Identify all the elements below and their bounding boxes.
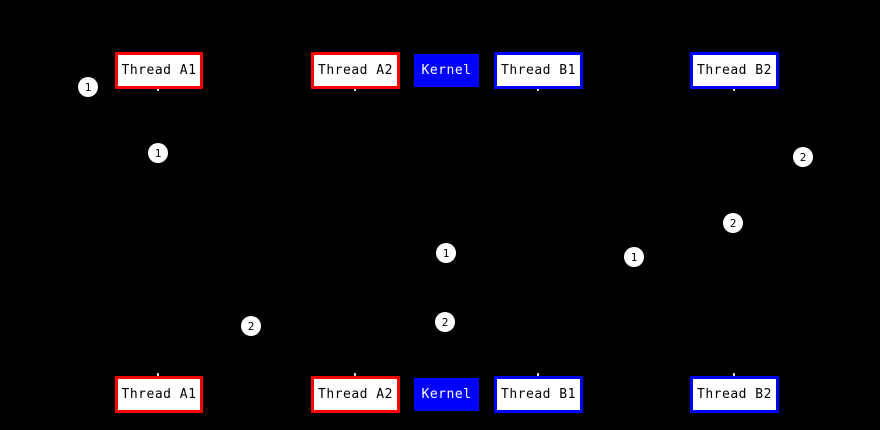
- step-badge-6: 1: [624, 247, 644, 267]
- lifeline-stub-thread-a2-bottom: [354, 373, 356, 376]
- participant-label: Kernel: [421, 63, 472, 78]
- step-badge-label: 1: [84, 80, 92, 94]
- participant-label: Thread B1: [501, 63, 576, 78]
- participant-thread-a1-footer[interactable]: Thread A1: [115, 376, 203, 413]
- participant-label: Thread B2: [697, 387, 772, 402]
- step-badge-3: 2: [793, 147, 813, 167]
- lifeline-stub-thread-b2-bottom: [733, 373, 735, 376]
- participant-label: Thread A2: [318, 387, 393, 402]
- participant-label: Thread B1: [501, 387, 576, 402]
- step-badge-label: 2: [441, 315, 449, 329]
- participant-thread-b2-header[interactable]: Thread B2: [690, 52, 779, 89]
- participant-thread-a2-footer[interactable]: Thread A2: [311, 376, 400, 413]
- lifeline-thread-a2: [355, 89, 356, 376]
- lifeline-stub-thread-a1-bottom: [157, 373, 159, 376]
- step-badge-1: 1: [78, 77, 98, 97]
- step-badge-label: 1: [630, 250, 638, 264]
- participant-label: Thread B2: [697, 63, 772, 78]
- participant-label: Kernel: [421, 387, 472, 402]
- participant-kernel-header[interactable]: Kernel: [414, 54, 479, 87]
- participant-label: Thread A1: [121, 387, 197, 402]
- step-badge-8: 2: [435, 312, 455, 332]
- lifeline-kernel: [446, 89, 447, 376]
- lifeline-stub-thread-b1-bottom: [537, 373, 539, 376]
- lifeline-stub-thread-a1-top: [157, 88, 159, 91]
- step-badge-label: 2: [799, 150, 807, 164]
- lifeline-thread-b1: [538, 89, 539, 376]
- lifeline-stub-thread-b2-top: [733, 88, 735, 91]
- step-badge-5: 1: [436, 243, 456, 263]
- participant-thread-b2-footer[interactable]: Thread B2: [690, 376, 779, 413]
- step-badge-2: 1: [148, 143, 168, 163]
- participant-thread-a2-header[interactable]: Thread A2: [311, 52, 400, 89]
- step-badge-4: 2: [723, 213, 743, 233]
- participant-thread-b1-header[interactable]: Thread B1: [494, 52, 583, 89]
- step-badge-label: 2: [729, 216, 737, 230]
- lifeline-stub-thread-b1-top: [537, 88, 539, 91]
- participant-kernel-footer[interactable]: Kernel: [414, 378, 479, 411]
- participant-thread-a1-header[interactable]: Thread A1: [115, 52, 203, 89]
- step-badge-label: 2: [247, 319, 255, 333]
- lifeline-stub-thread-a2-top: [354, 88, 356, 91]
- participant-thread-b1-footer[interactable]: Thread B1: [494, 376, 583, 413]
- participant-label: Thread A1: [121, 63, 197, 78]
- participant-label: Thread A2: [318, 63, 393, 78]
- step-badge-7: 2: [241, 316, 261, 336]
- step-badge-label: 1: [442, 246, 450, 260]
- lifeline-thread-a1: [158, 89, 159, 376]
- step-badge-label: 1: [154, 146, 162, 160]
